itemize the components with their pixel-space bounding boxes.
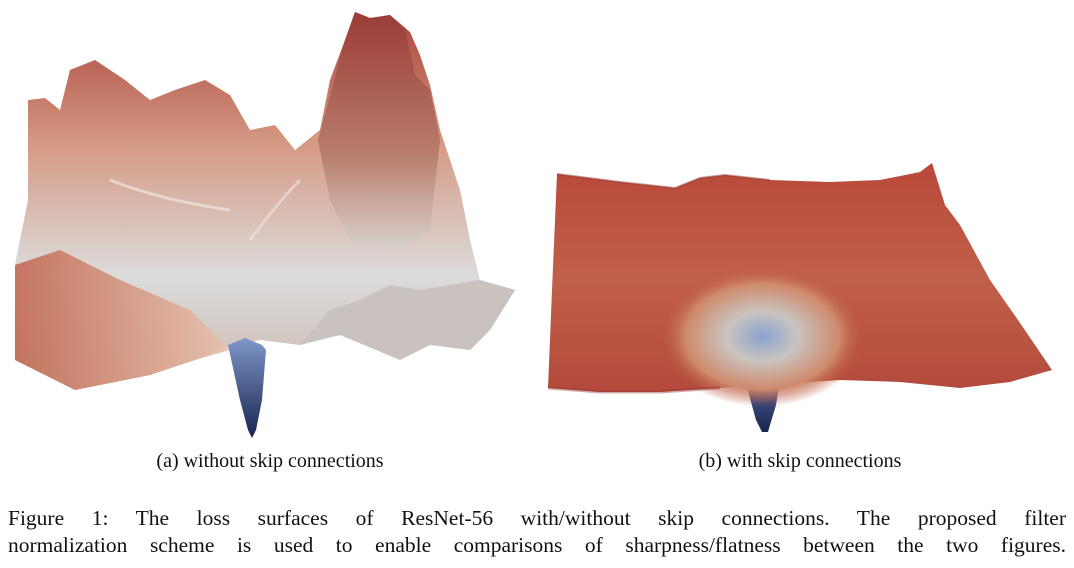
figure-caption: Figure 1: The loss surfaces of ResNet-56… [8, 505, 1066, 559]
figure-caption-line-2: normalization scheme is used to enable c… [8, 533, 1066, 557]
subfigure-caption-b: (b) with skip connections [698, 450, 902, 472]
figure-caption-line-1: Figure 1: The loss surfaces of ResNet-56… [8, 506, 1066, 530]
surface-a-graphic [15, 12, 515, 438]
loss-surface-without-skip [0, 0, 540, 440]
loss-surface-with-skip [540, 150, 1074, 440]
subfigure-caption-a: (a) without skip connections [156, 450, 384, 472]
surface-b-graphic [547, 163, 1052, 432]
